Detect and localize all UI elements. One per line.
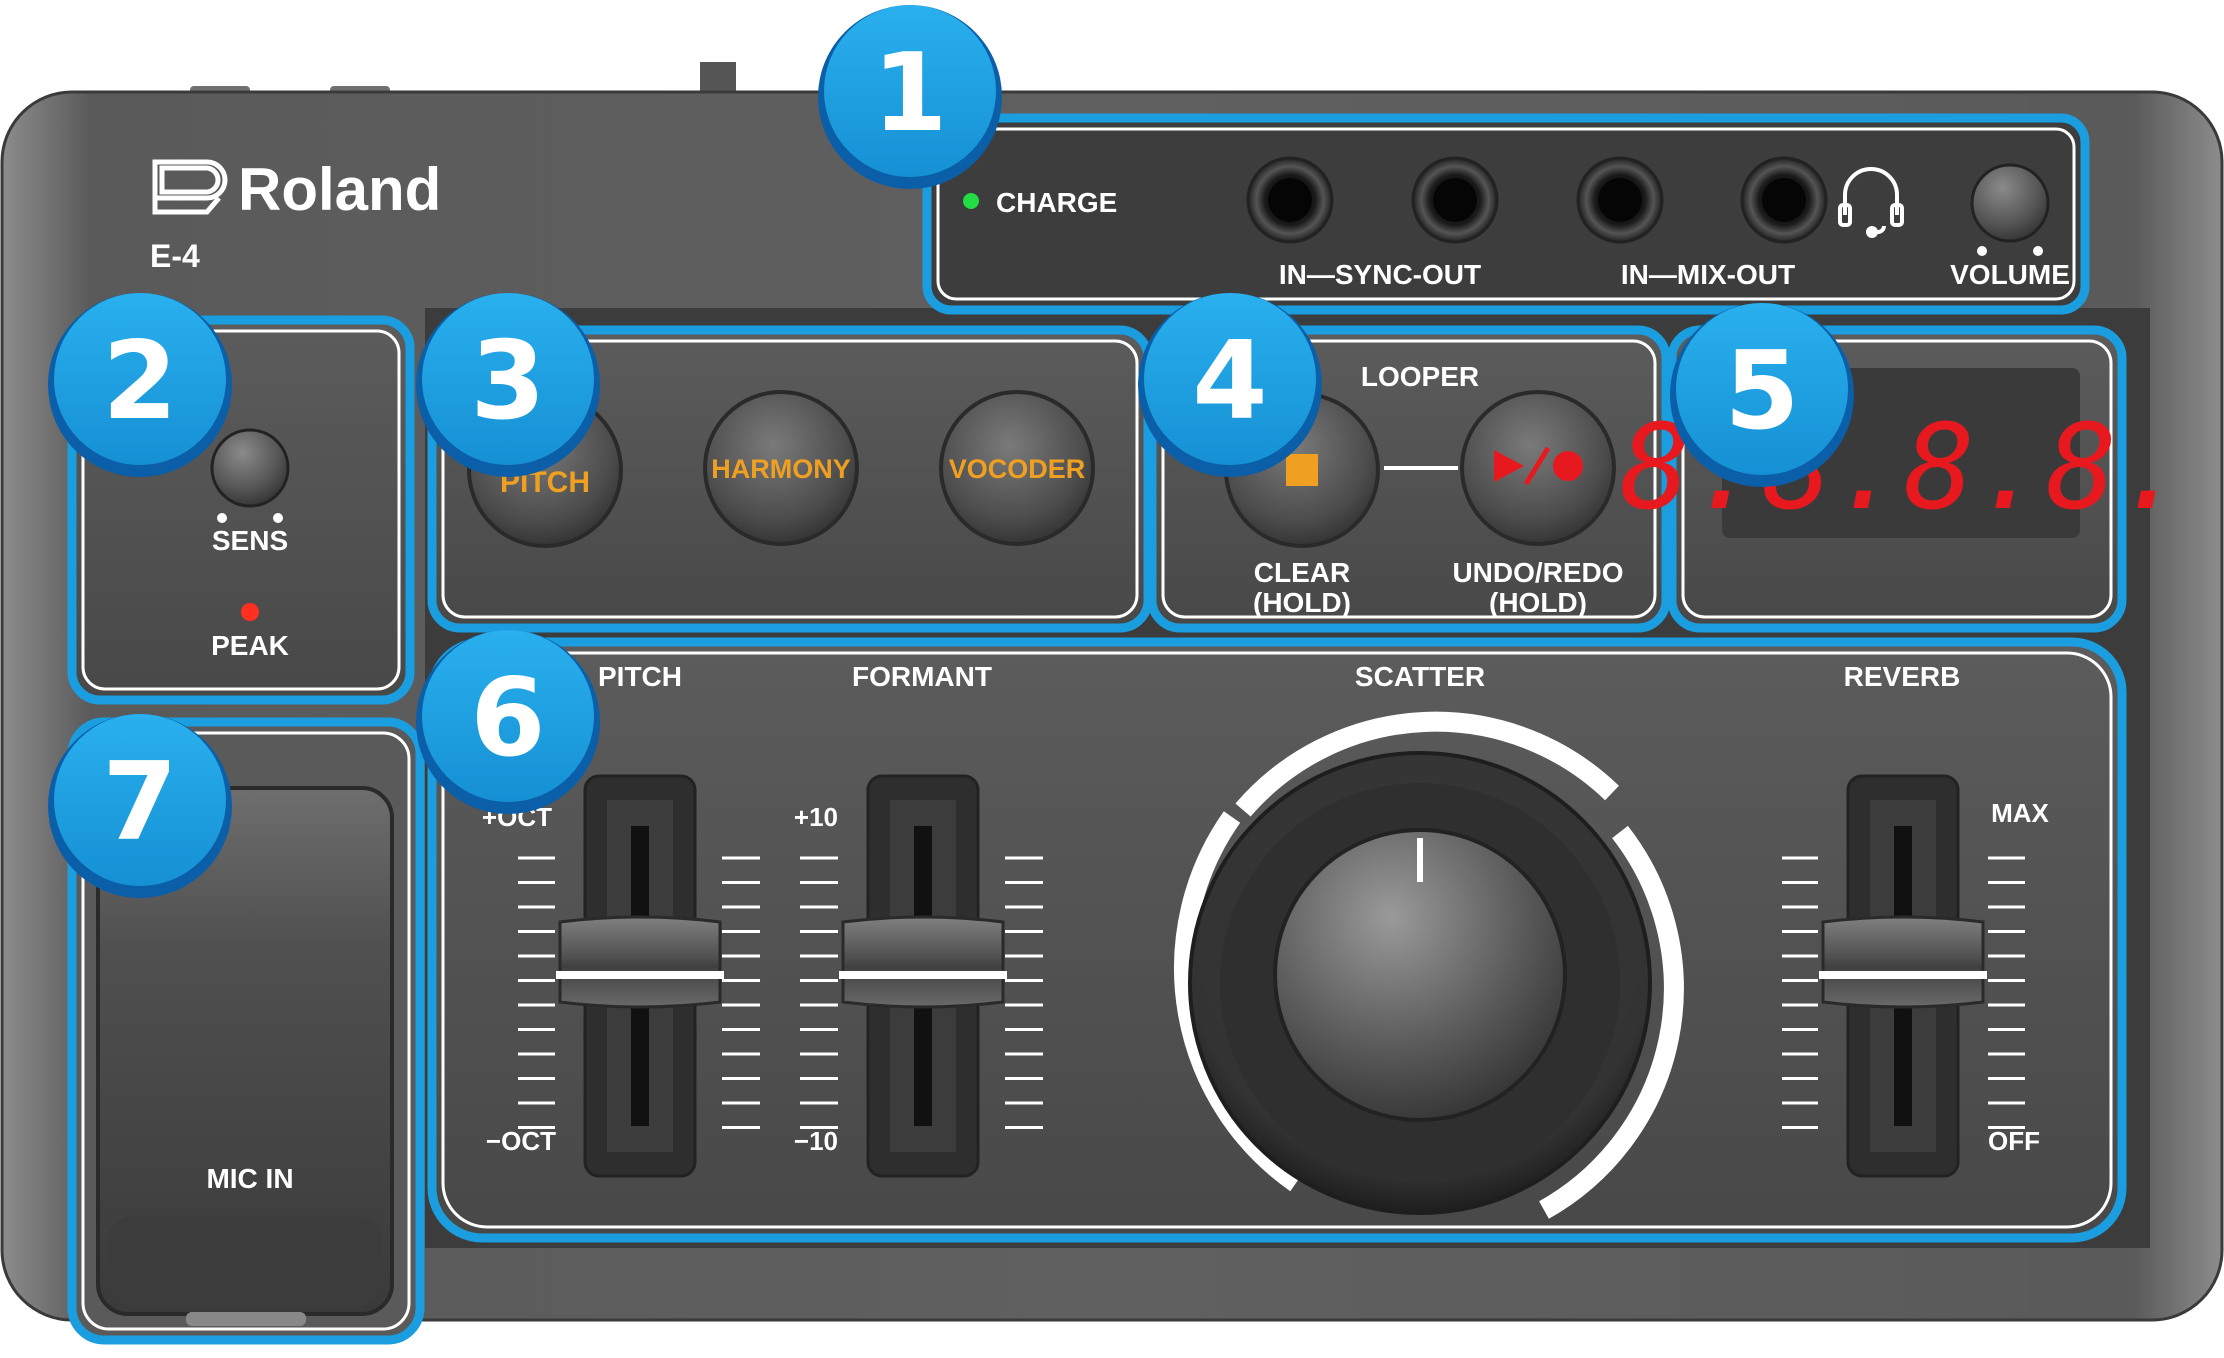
callout-5-number: 5 bbox=[1724, 329, 1799, 454]
model-name: E-4 bbox=[150, 238, 200, 274]
undo-redo-hold-label: (HOLD) bbox=[1489, 587, 1587, 618]
looper-title: LOOPER bbox=[1361, 361, 1479, 392]
scatter-arc-top bbox=[1235, 711, 1619, 817]
fader-scale-ticks bbox=[518, 856, 2025, 1129]
volume-max-dot bbox=[2033, 246, 2043, 256]
scatter-arc-left bbox=[1173, 811, 1302, 1192]
peak-led bbox=[241, 603, 259, 621]
pitch-fader[interactable] bbox=[556, 774, 724, 1178]
play-record-button[interactable] bbox=[1460, 390, 1616, 546]
mix-label: IN—MIX-OUT bbox=[1621, 259, 1795, 290]
clear-hold-label: (HOLD) bbox=[1253, 587, 1351, 618]
reverb-fader-title: REVERB bbox=[1844, 661, 1961, 692]
section-6-inner bbox=[441, 651, 2113, 1229]
callout-1: 1 bbox=[818, 5, 1002, 189]
vocoder-button[interactable]: VOCODER bbox=[939, 390, 1095, 546]
mix-in-jack[interactable] bbox=[1576, 156, 1664, 244]
roland-logo: Roland bbox=[152, 156, 441, 223]
formant-fader-cap[interactable] bbox=[841, 915, 1005, 1009]
sync-label: IN—SYNC-OUT bbox=[1279, 259, 1481, 290]
charge-label: CHARGE bbox=[996, 187, 1117, 218]
brand-logo-text: Roland bbox=[238, 156, 441, 223]
sens-min-dot bbox=[217, 513, 227, 523]
pitch-bottom-label: −OCT bbox=[486, 1126, 556, 1156]
callout-2: 2 bbox=[48, 293, 232, 477]
clear-label: CLEAR bbox=[1254, 557, 1350, 588]
vocoder-button-label: VOCODER bbox=[949, 454, 1086, 484]
callout-6: 6 bbox=[416, 630, 600, 814]
scatter-knob[interactable] bbox=[1173, 711, 1684, 1219]
sens-max-dot bbox=[273, 513, 283, 523]
section-2-inner bbox=[81, 329, 401, 691]
callout-6-number: 6 bbox=[470, 656, 545, 781]
pitch-fader-cap[interactable] bbox=[558, 915, 722, 1009]
callout-7: 7 bbox=[48, 714, 232, 898]
sens-knob[interactable] bbox=[210, 428, 290, 508]
section-4-inner bbox=[1161, 339, 1657, 619]
callout-1-number: 1 bbox=[872, 31, 947, 156]
section-1-inner bbox=[936, 127, 2076, 301]
section-3-inner bbox=[441, 339, 1139, 619]
mic-in-label: MIC IN bbox=[206, 1163, 293, 1194]
peak-label: PEAK bbox=[211, 630, 289, 661]
scatter-arc-right bbox=[1539, 825, 1684, 1219]
harmony-button[interactable]: HARMONY bbox=[703, 390, 859, 546]
volume-knob[interactable] bbox=[1970, 163, 2050, 243]
reverb-fader[interactable] bbox=[1819, 774, 1987, 1178]
sens-label: SENS bbox=[212, 525, 288, 556]
headphone-icon bbox=[1838, 167, 1904, 238]
mic-input-jack[interactable] bbox=[96, 786, 394, 1326]
formant-top-label: +10 bbox=[794, 802, 838, 832]
volume-min-dot bbox=[1977, 246, 1987, 256]
charge-led bbox=[963, 193, 979, 209]
reverb-fader-cap[interactable] bbox=[1821, 915, 1985, 1009]
harmony-button-label: HARMONY bbox=[711, 454, 851, 484]
callout-2-number: 2 bbox=[102, 319, 177, 444]
stop-icon bbox=[1286, 454, 1318, 486]
undo-redo-label: UNDO/REDO bbox=[1452, 557, 1623, 588]
scatter-knob-title: SCATTER bbox=[1355, 661, 1485, 692]
formant-bottom-label: −10 bbox=[794, 1126, 838, 1156]
section-7-inner bbox=[81, 731, 411, 1331]
reverb-bottom-label: OFF bbox=[1988, 1126, 2040, 1156]
sync-in-jack[interactable] bbox=[1246, 156, 1334, 244]
mix-out-jack[interactable] bbox=[1740, 156, 1828, 244]
play-record-icon bbox=[1494, 446, 1583, 486]
callout-3: 3 bbox=[416, 293, 600, 477]
volume-label: VOLUME bbox=[1950, 259, 2070, 290]
callout-3-number: 3 bbox=[470, 319, 545, 444]
callout-7-number: 7 bbox=[102, 740, 177, 865]
callout-5: 5 bbox=[1670, 303, 1854, 487]
callout-4-number: 4 bbox=[1192, 319, 1267, 444]
pitch-fader-title: PITCH bbox=[598, 661, 682, 692]
reverb-top-label: MAX bbox=[1991, 798, 2049, 828]
formant-fader-title: FORMANT bbox=[852, 661, 992, 692]
section-5-inner bbox=[1681, 339, 2113, 619]
sync-out-jack[interactable] bbox=[1411, 156, 1499, 244]
formant-fader[interactable] bbox=[839, 774, 1007, 1178]
callout-4: 4 bbox=[1138, 293, 1322, 477]
